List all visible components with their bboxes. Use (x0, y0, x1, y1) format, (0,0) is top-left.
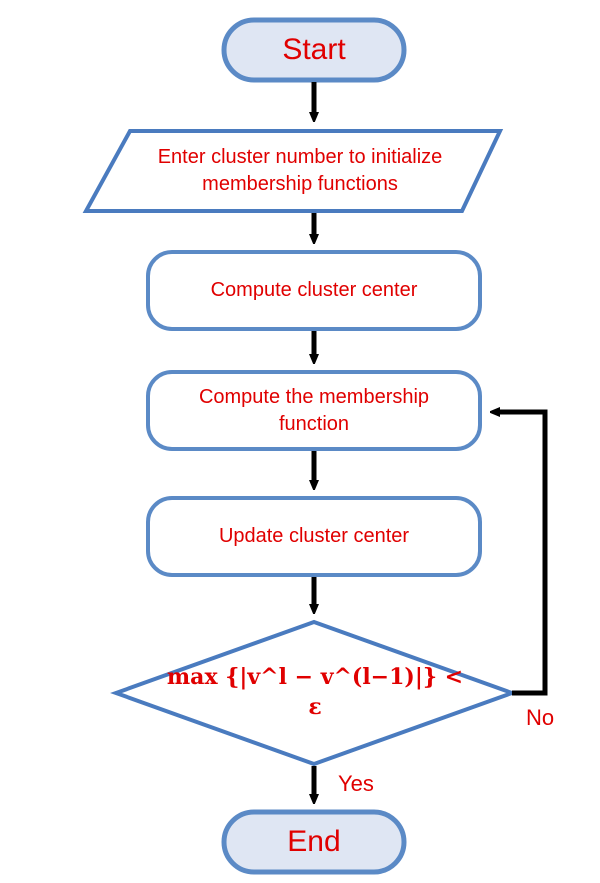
decision-shape (110, 619, 518, 767)
edge-label-yes: Yes (338, 771, 374, 796)
compute-center-label: Compute cluster center (210, 279, 418, 301)
edge-label-no: No (526, 705, 555, 730)
decision-formula: max {|v^l − v^(l−1)|} < ε (166, 664, 464, 720)
input-shape (82, 129, 504, 213)
start-label: Start (282, 32, 346, 66)
compute-membership-shape (146, 370, 482, 451)
input-label: Enter cluster number to initialize membe… (157, 146, 443, 195)
end-label: End (287, 824, 341, 858)
decision-condition: max {|v^l − v^(l−1)|} < ε (160, 664, 470, 720)
arrow-no-loop (494, 412, 548, 696)
compute-center-shape (146, 250, 482, 331)
end-shape (221, 809, 407, 875)
compute-membership-label: Compute the membership function (198, 385, 430, 435)
update-center-shape (146, 496, 482, 577)
update-center-label: Update cluster center (218, 525, 410, 547)
start-shape (221, 17, 407, 83)
